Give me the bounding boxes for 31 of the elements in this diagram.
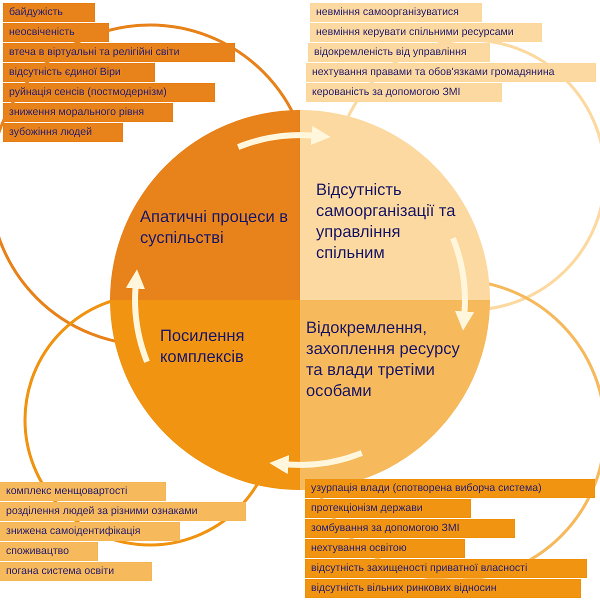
list-item: зомбування за допомогою ЗМІ [305, 519, 515, 538]
cycle-arrow [126, 269, 150, 364]
list-item: невміння керувати спільними ресурсами [310, 23, 542, 42]
list-item: керованість за допомогою ЗМІ [306, 83, 502, 102]
list-item: нехтування освітою [305, 539, 465, 558]
list-item: втеча в віртуальні та релігійні світи [3, 43, 235, 62]
list-item: нехтування правами та обов'язками громадянина [306, 63, 596, 82]
quadrant-title: Відокремлення, захоплення ресурсу та влади третіми особами [306, 318, 461, 402]
list-item: знижена самоідентифікація [0, 522, 180, 541]
list-item: зубожіння людей [3, 123, 123, 142]
list-item: відсутність єдиної Віри [3, 63, 155, 82]
list-item: погана система освіти [0, 562, 152, 581]
list-item: неосвіченість [3, 23, 109, 42]
list-item: зниження морального рівня [3, 103, 173, 122]
list-item: відсутність вільних ринкових відносин [305, 579, 581, 598]
list-item: відокремленість від управління [308, 43, 490, 62]
list-item: розділення людей за різними ознаками [0, 502, 246, 521]
list-item: руйнація сенсів (постмодернізм) [3, 83, 215, 102]
quadrant-title: Посилення комплексів [160, 326, 246, 368]
cycle-arrow [236, 126, 331, 150]
list-item: комплекс менщовартості [0, 482, 166, 501]
list-item: відсутність захищеності приватної власності [305, 559, 587, 578]
cycle-arrow [269, 450, 364, 474]
list-item: байдужість [3, 3, 95, 22]
list-item: невміння самоорганізуватися [310, 3, 482, 22]
list-item: протекціонізм держави [305, 499, 471, 518]
quadrant-title: Апатичні процеси в суспільстві [140, 207, 290, 249]
quadrant-title: Відсутність самоорганізації та управління спільним [316, 180, 456, 264]
list-item: узурпація влади (спотворена виборча система) [305, 479, 595, 498]
cycle-arrow [450, 236, 474, 331]
list-item: споживацтво [0, 542, 98, 561]
